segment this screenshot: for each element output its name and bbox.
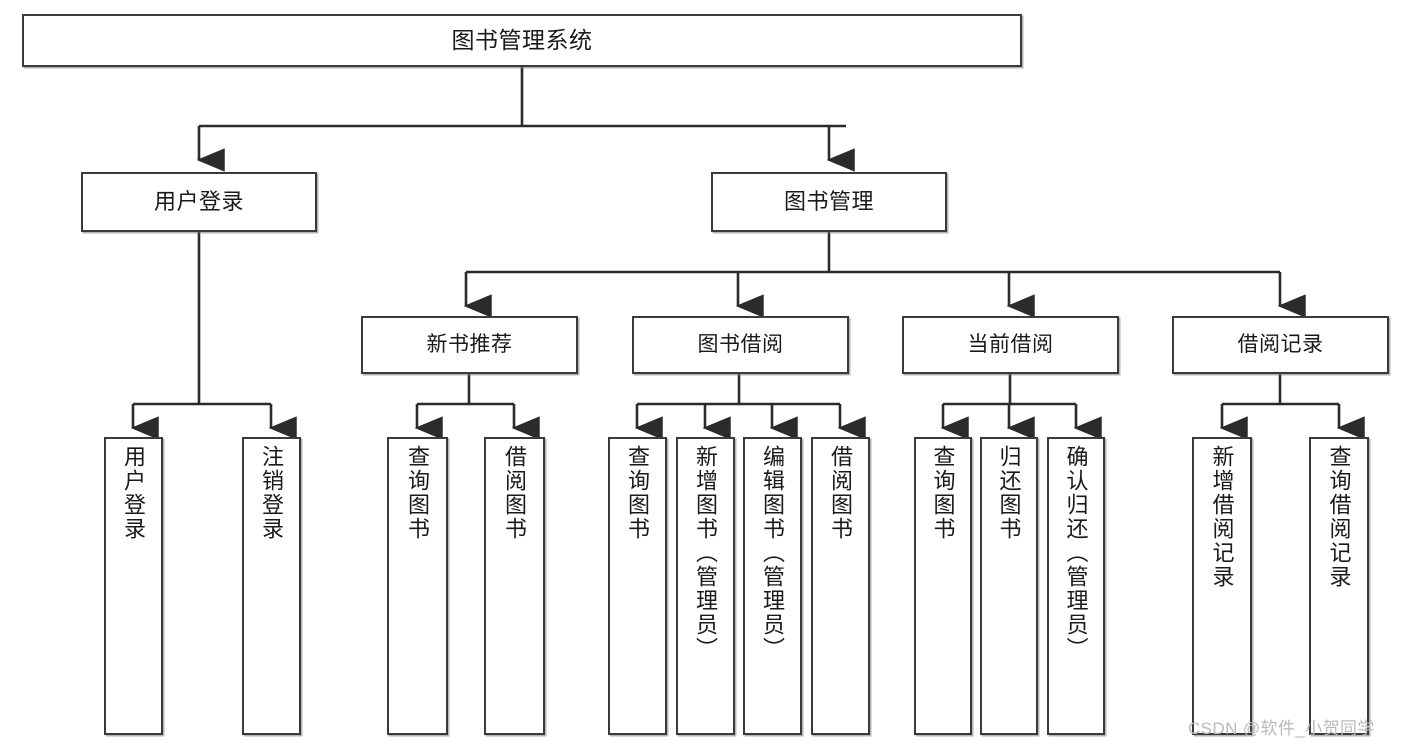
- leaf-user-login[interactable]: 用户登录: [104, 437, 163, 735]
- node-borrow-record[interactable]: 借阅记录: [1172, 316, 1389, 374]
- node-label: 借阅图书: [828, 445, 854, 541]
- leaf-query-book-1[interactable]: 查询图书: [387, 437, 448, 735]
- node-book-management-system[interactable]: 图书管理系统: [22, 14, 1022, 67]
- node-book-borrow[interactable]: 图书借阅: [632, 316, 849, 374]
- node-label: 查询图书: [405, 445, 431, 541]
- node-label: 确认归还（管理员）: [1063, 445, 1089, 661]
- node-label: 注销登录: [259, 445, 285, 541]
- leaf-confirm-return[interactable]: 确认归还（管理员）: [1047, 437, 1105, 735]
- watermark: CSDN @软件_小贺同学: [1188, 719, 1375, 738]
- leaf-borrow-book-1[interactable]: 借阅图书: [484, 437, 545, 735]
- leaf-add-record[interactable]: 新增借阅记录: [1192, 437, 1252, 735]
- leaf-query-book-3[interactable]: 查询图书: [914, 437, 972, 735]
- node-label: 用户登录: [121, 445, 147, 541]
- leaf-logout[interactable]: 注销登录: [242, 437, 301, 735]
- leaf-query-book-2[interactable]: 查询图书: [608, 437, 667, 735]
- node-label: 编辑图书（管理员）: [760, 445, 786, 661]
- node-label: 新增图书（管理员）: [693, 445, 719, 661]
- node-new-book-recommend[interactable]: 新书推荐: [361, 316, 578, 374]
- node-label: 借阅记录: [1237, 332, 1324, 356]
- node-label: 查询图书: [930, 445, 956, 541]
- node-label: 图书管理系统: [451, 26, 593, 53]
- node-label: 用户登录: [153, 189, 244, 215]
- leaf-borrow-book-2[interactable]: 借阅图书: [811, 437, 870, 735]
- leaf-return-book[interactable]: 归还图书: [980, 437, 1038, 735]
- node-label: 查询图书: [625, 445, 651, 541]
- node-label: 借阅图书: [502, 445, 528, 541]
- leaf-edit-book[interactable]: 编辑图书（管理员）: [743, 437, 802, 735]
- node-label: 归还图书: [996, 445, 1022, 541]
- node-label: 新增借阅记录: [1209, 445, 1235, 589]
- node-book-management[interactable]: 图书管理: [711, 172, 947, 232]
- node-label: 当前借阅: [967, 332, 1054, 356]
- leaf-query-record[interactable]: 查询借阅记录: [1309, 437, 1369, 735]
- node-label: 图书借阅: [697, 332, 784, 356]
- node-label: 图书管理: [783, 189, 874, 215]
- leaf-add-book[interactable]: 新增图书（管理员）: [676, 437, 735, 735]
- node-user-login[interactable]: 用户登录: [81, 172, 317, 232]
- node-label: 查询借阅记录: [1326, 445, 1352, 589]
- node-label: 新书推荐: [426, 332, 513, 356]
- node-current-borrow[interactable]: 当前借阅: [902, 316, 1119, 374]
